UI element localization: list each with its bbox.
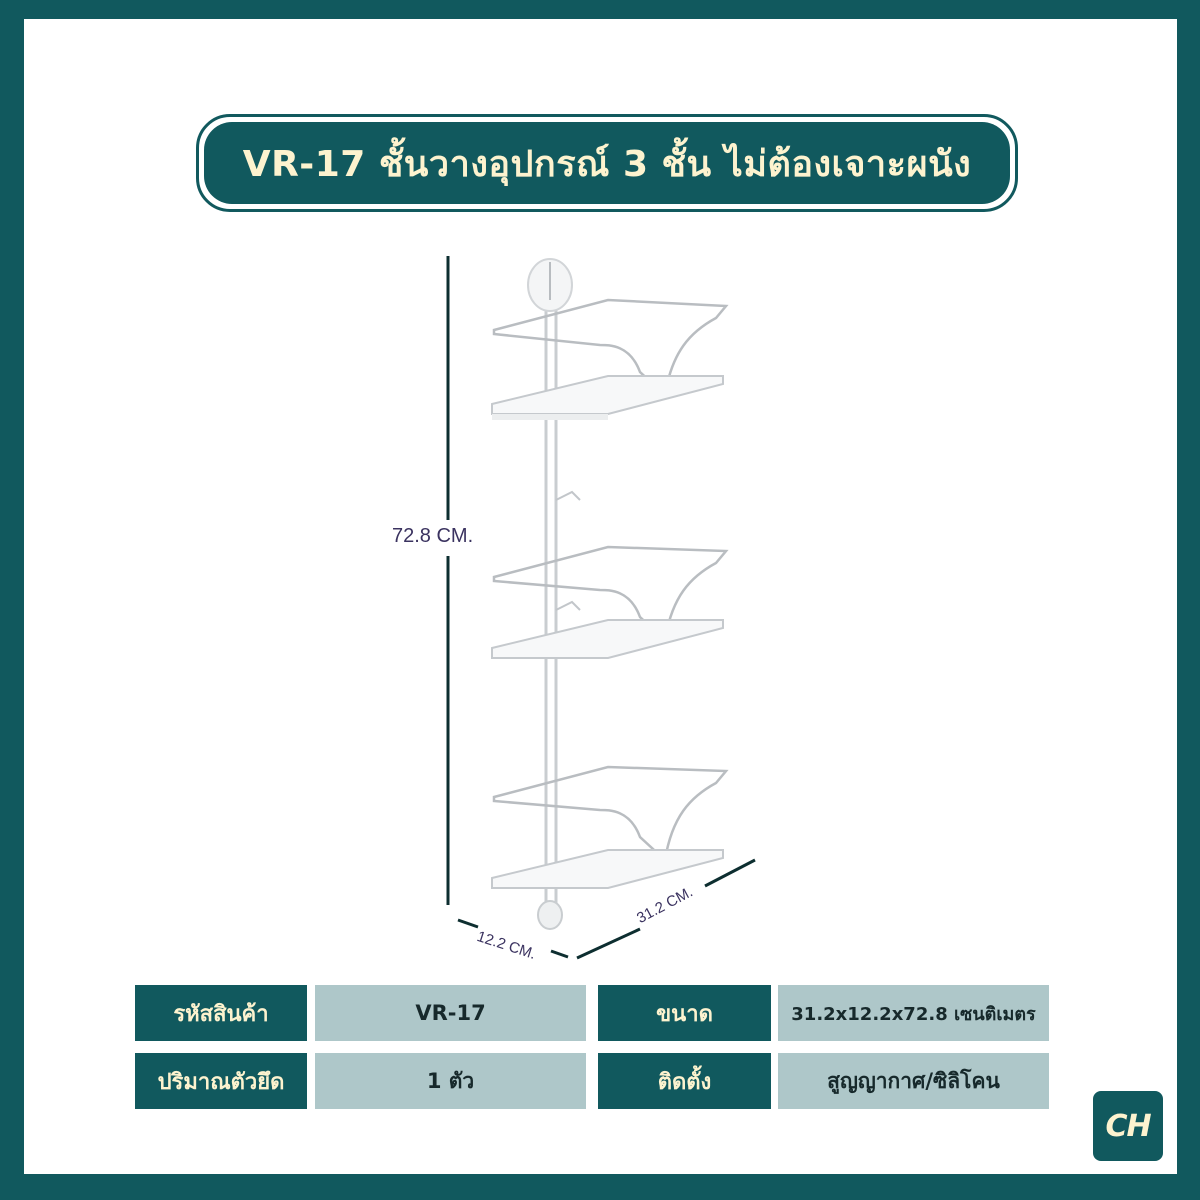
spec-label-size: ขนาด [598, 985, 771, 1041]
spec-value-fastener-qty: 1 ตัว [315, 1053, 586, 1109]
brand-logo-text: CH [1105, 1108, 1151, 1144]
spec-label-install: ติดตั้ง [598, 1053, 771, 1109]
brand-logo: CH [1093, 1091, 1163, 1161]
shelf-tier-3 [491, 765, 729, 889]
spec-value-code: VR-17 [315, 985, 586, 1041]
product-image [446, 256, 756, 960]
spec-label-code: รหัสสินค้า [135, 985, 307, 1041]
title-banner-inner: VR-17 ชั้นวางอุปกรณ์ 3 ชั้น ไม่ต้องเจาะผ… [204, 122, 1010, 204]
spec-value-size: 31.2x12.2x72.8 เซนติเมตร [778, 985, 1049, 1041]
shelf-tier-1 [491, 298, 729, 420]
title-banner: VR-17 ชั้นวางอุปกรณ์ 3 ชั้น ไม่ต้องเจาะผ… [196, 114, 1018, 212]
shelf-tier-2 [491, 545, 729, 659]
spec-label-fastener-qty: ปริมาณตัวยึด [135, 1053, 307, 1109]
depth-width-dimension-lines [457, 858, 756, 960]
height-dimension-label: 72.8 CM. [392, 525, 474, 547]
product-title: VR-17 ชั้นวางอุปกรณ์ 3 ชั้น ไม่ต้องเจาะผ… [242, 143, 972, 185]
spec-value-install: สูญญากาศ/ซิลิโคน [778, 1053, 1049, 1109]
